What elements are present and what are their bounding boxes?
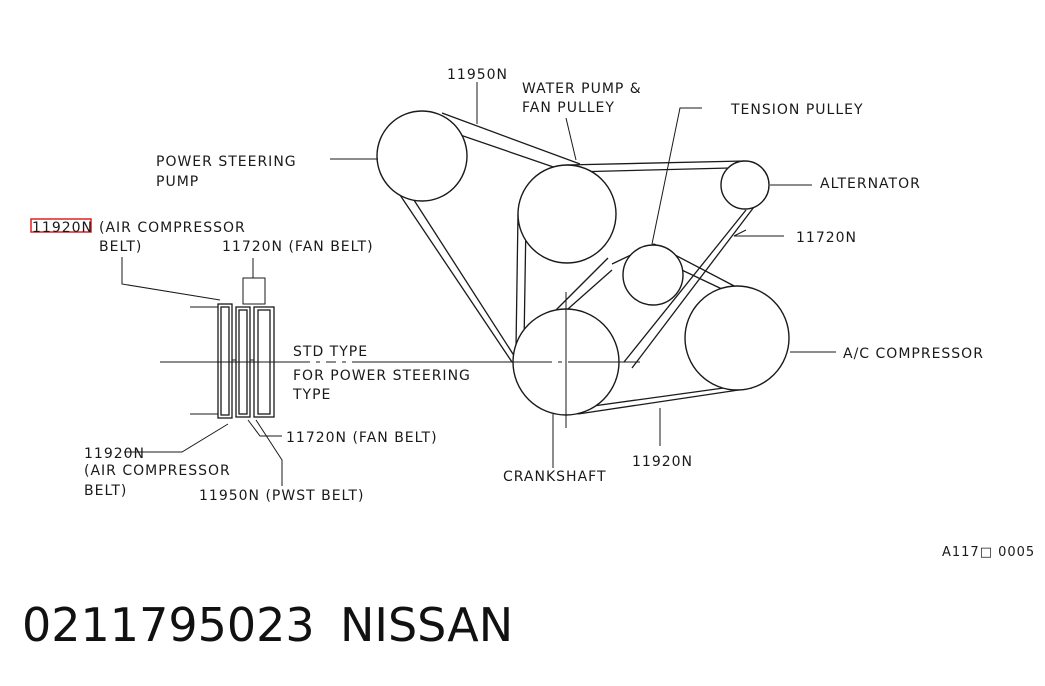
label-pwst-belt: 11950N (PWST BELT) [199,488,364,504]
label-11920n-bottom: 11920N [632,454,693,470]
label-11720n-right: 11720N [796,230,857,246]
label-ac-compressor: A/C COMPRESSOR [843,346,984,362]
label-power-steering-line2: PUMP [156,174,199,190]
water-pump-fan-pulley [517,164,617,264]
label-std-type: STD TYPE [293,344,368,360]
highlight-box [30,218,92,233]
label-11950n: 11950N [447,67,508,83]
power-steering-pump-pulley [376,110,468,202]
label-power-steering-type-line2: TYPE [292,387,331,403]
tension-pulley [622,244,684,306]
part-number: 0211795023 [22,598,315,652]
belt-stack-side-view [190,277,275,419]
label-fan-belt-bottom: 11720N (FAN BELT) [286,430,438,446]
brand-name: NISSAN [340,598,514,652]
label-power-steering-type-line1: FOR POWER STEERING [293,368,471,384]
label-air-comp-bottom-line2: BELT) [84,483,127,499]
ac-compressor-pulley [684,285,790,391]
leader-lines [121,82,836,486]
label-water-pump-line1: WATER PUMP & [522,81,642,97]
label-tension-pulley: TENSION PULLEY [730,102,864,118]
label-alternator: ALTERNATOR [820,176,921,192]
alternator-pulley [720,160,770,210]
label-air-comp-top-line2: BELT) [99,239,142,255]
label-crankshaft: CRANKSHAFT [503,469,607,485]
label-air-comp-bottom-line1: (AIR COMPRESSOR [84,463,231,479]
label-fan-belt-top: 11720N (FAN BELT) [222,239,374,255]
label-water-pump-line2: FAN PULLEY [522,100,615,116]
label-air-comp-top-code: 11920N [32,220,93,236]
label-power-steering-line1: POWER STEERING [156,154,297,170]
reference-code: A117□ 0005 [942,545,1036,560]
belt-11720n-fan [515,160,758,369]
label-air-comp-top-line1: (AIR COMPRESSOR [99,220,246,236]
label-air-comp-bottom-code: 11920N [84,446,145,462]
